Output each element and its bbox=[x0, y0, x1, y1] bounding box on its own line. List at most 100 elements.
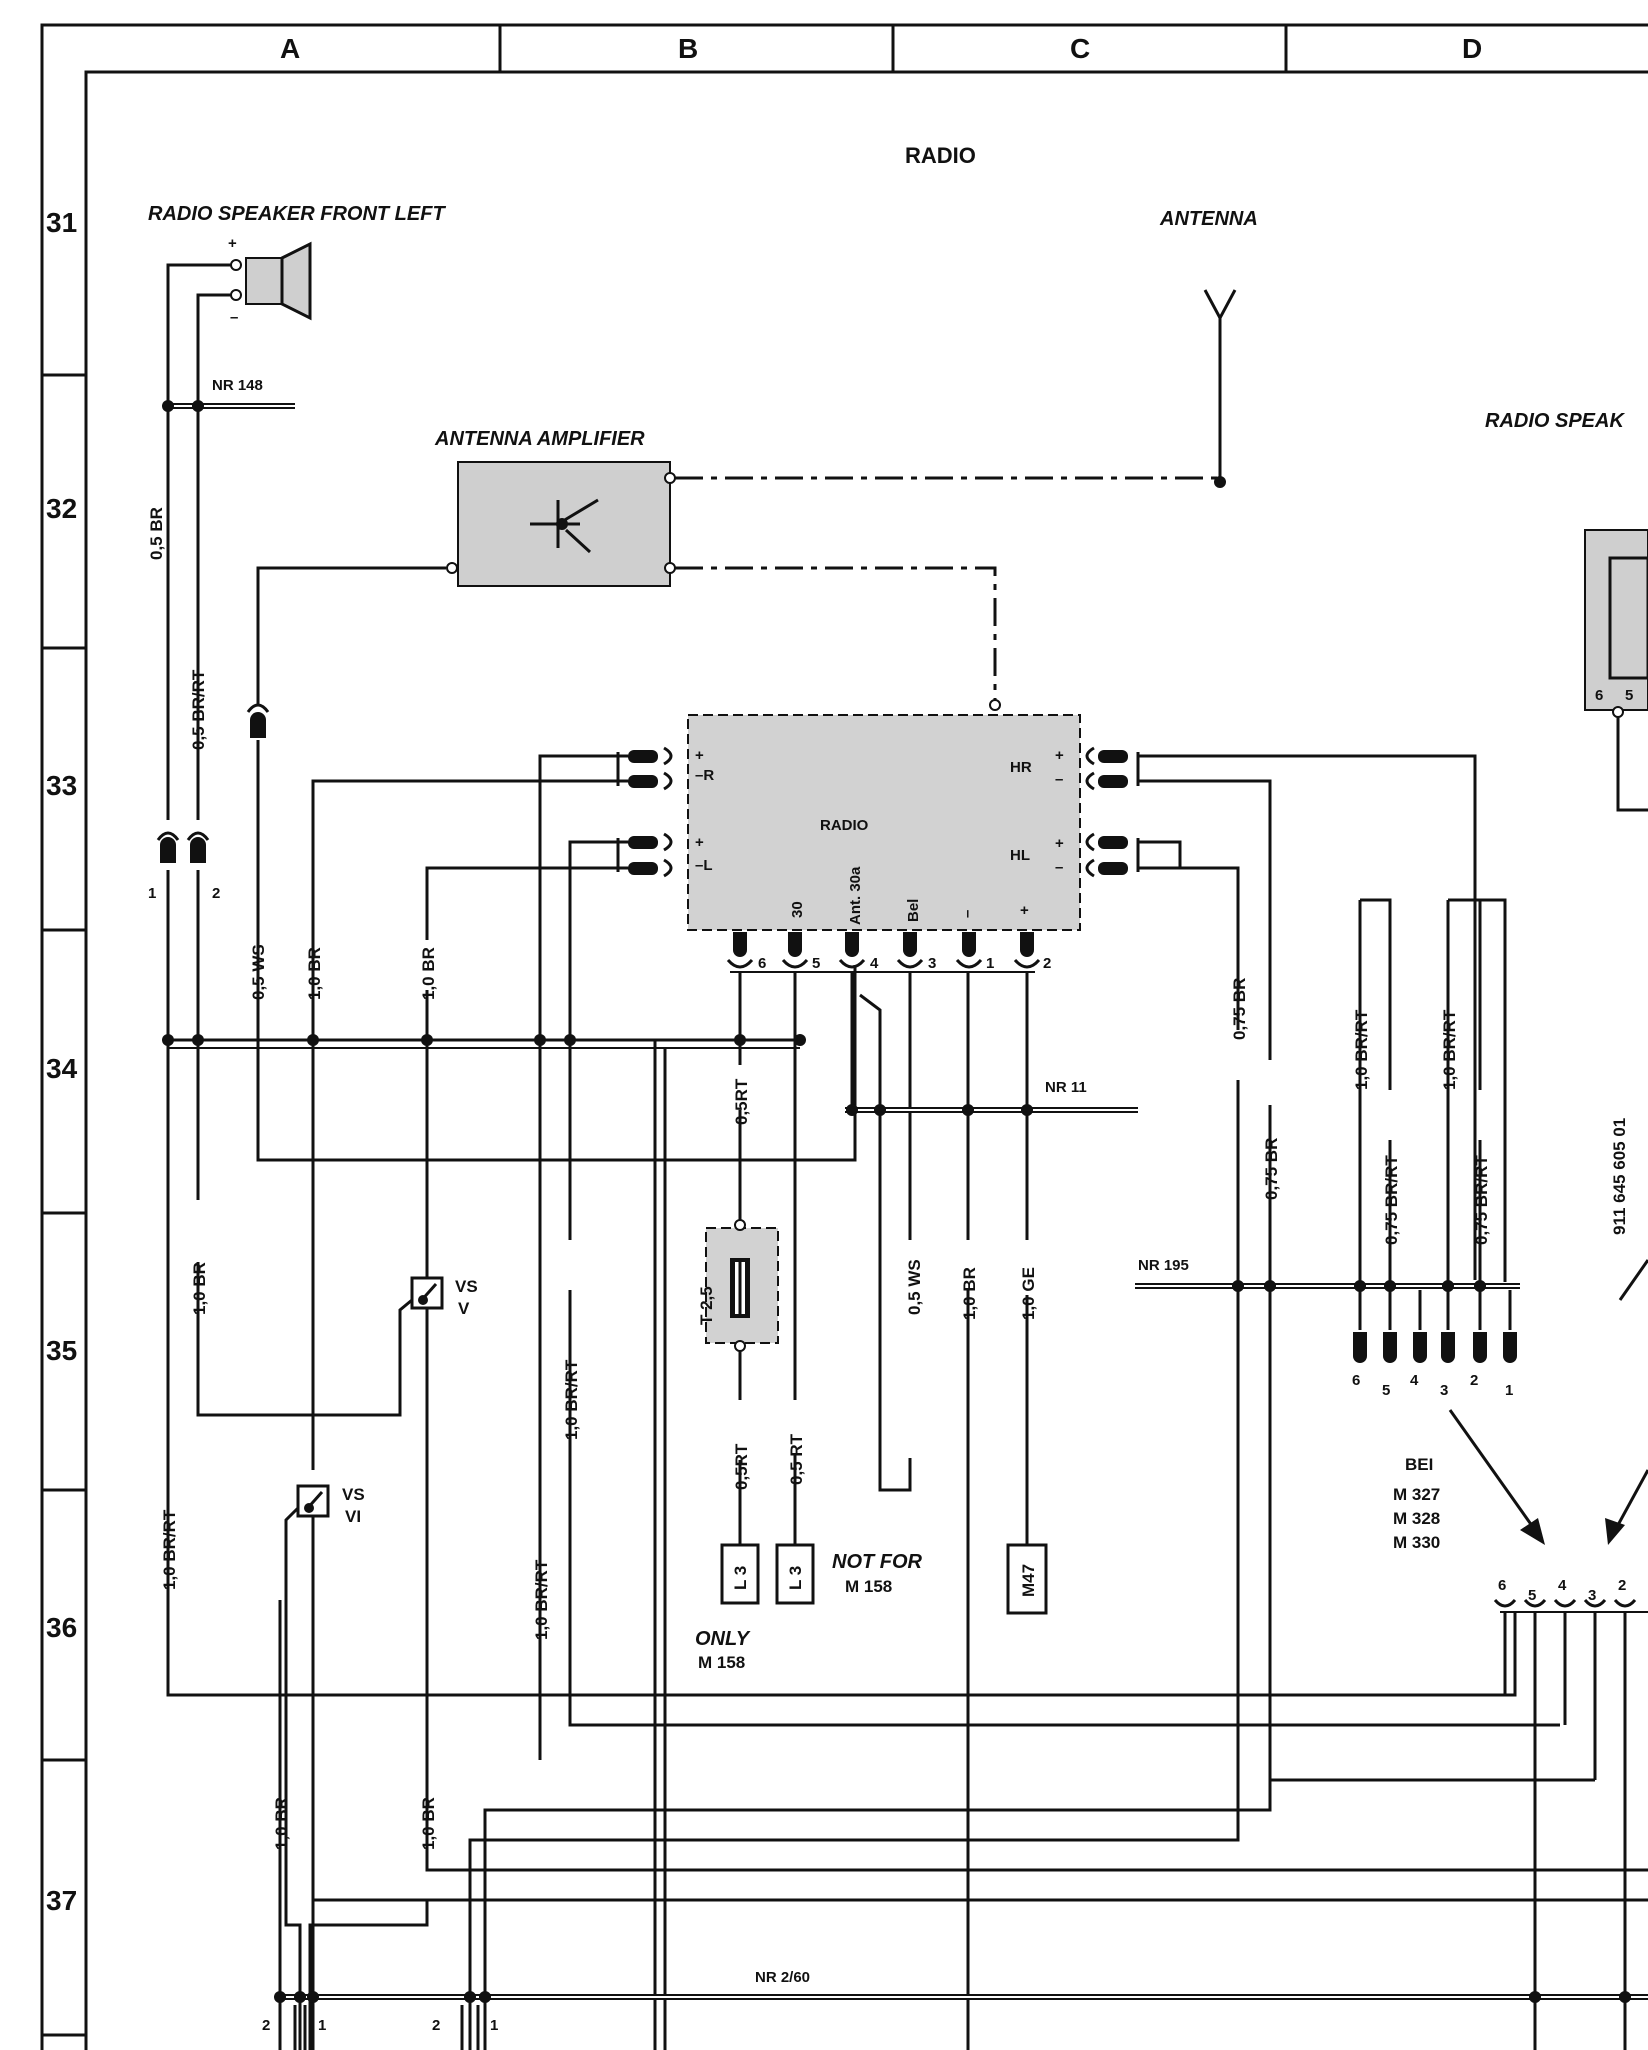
plug-left-pin-2: 2 bbox=[212, 885, 220, 902]
wire-10br-e-label: 1,0 BR bbox=[272, 1797, 291, 1850]
plug6-pin-5: 5 bbox=[1382, 1382, 1390, 1399]
speaker-front-left-label: RADIO SPEAKER FRONT LEFT bbox=[148, 203, 446, 225]
l3-only-label: L 3 bbox=[731, 1566, 750, 1590]
vs-vi-label-1: VS bbox=[342, 1485, 365, 1504]
connector-plug6: 6 5 4 3 2 1 bbox=[1352, 1290, 1517, 1399]
grid-column-a: A bbox=[280, 33, 300, 64]
bei-model-3: M 330 bbox=[1393, 1533, 1440, 1552]
speaker-front-left: RADIO SPEAKER FRONT LEFT + – bbox=[148, 203, 446, 326]
grid-column-c: C bbox=[1070, 33, 1090, 64]
speaker-minus: – bbox=[230, 309, 238, 326]
wire-075br-a-label: 0,75 BR bbox=[1230, 978, 1249, 1040]
wire-075brrt-b-label: 0,75 BR/RT bbox=[1472, 1155, 1491, 1245]
radio-unit-label: RADIO bbox=[820, 817, 869, 834]
bei-model-1: M 327 bbox=[1393, 1485, 1440, 1504]
connector-plug-left: 1 2 bbox=[148, 831, 220, 902]
plug6-pin-3: 3 bbox=[1440, 1382, 1448, 1399]
grid-row-37: 37 bbox=[46, 1885, 77, 1916]
plug6-pin-6: 6 bbox=[1352, 1372, 1360, 1389]
wire-10br-b-label: 1,0 BR bbox=[419, 947, 438, 1000]
connector-nr148: NR 148 bbox=[162, 377, 295, 412]
radio-bottom-plus: + bbox=[1020, 902, 1029, 919]
wire-10br-c-label: 1,0 BR bbox=[190, 1262, 209, 1315]
m47-box: M47 bbox=[1006, 1543, 1048, 1615]
wire-05brrt-label: 0,5 BR/RT bbox=[189, 669, 208, 750]
nr148-label: NR 148 bbox=[212, 377, 263, 394]
arrow-icon-2 bbox=[1616, 1469, 1648, 1526]
grid-row-35: 35 bbox=[46, 1335, 77, 1366]
l3-only-box: L 3 ONLY M 158 bbox=[695, 1543, 760, 1672]
wire-05rt-a-label: 0,5RT bbox=[732, 1078, 751, 1125]
plug-left-pin-1: 1 bbox=[148, 885, 156, 902]
radio-plug-pin-4: 4 bbox=[870, 955, 879, 972]
wire-10brrt-a-label: 1,0 BR/RT bbox=[562, 1359, 581, 1440]
radio-pin-hl-minus: – bbox=[1055, 859, 1063, 876]
speaker-right: RADIO SPEAK 6 5 bbox=[1485, 410, 1648, 812]
l3-not-note-1: NOT FOR bbox=[832, 1551, 923, 1573]
radio-plug-pin-5: 5 bbox=[812, 955, 820, 972]
frame bbox=[40, 23, 1648, 2050]
grid-row-32: 32 bbox=[46, 493, 77, 524]
antenna-icon bbox=[1203, 289, 1237, 482]
grid-column-labels: A B C D bbox=[280, 33, 1482, 64]
wire-05ws-label: 0,5 WS bbox=[249, 944, 268, 1000]
plug-bottom-pin-6: 6 bbox=[1498, 1577, 1506, 1594]
antenna-amplifier: ANTENNA AMPLIFIER bbox=[434, 428, 676, 587]
plug6-pin-2: 2 bbox=[1470, 1372, 1478, 1389]
wire-10brrt-d-label: 1,0 BR/RT bbox=[1352, 1009, 1371, 1090]
speaker-right-pin-5: 5 bbox=[1625, 687, 1633, 704]
diagram-title: RADIO bbox=[905, 143, 976, 168]
connector-nr260: NR 2/60 2 1 2 1 bbox=[262, 1969, 1648, 2050]
vs-v-label-2: V bbox=[458, 1299, 470, 1318]
antenna-label: ANTENNA bbox=[1159, 208, 1258, 230]
bottom-pin-1a: 1 bbox=[318, 2017, 326, 2034]
radio-pin-minus-l: –L bbox=[695, 857, 713, 874]
wire-05br-label: 0,5 BR bbox=[147, 507, 166, 560]
plug-bottom-pin-5: 5 bbox=[1528, 1587, 1536, 1604]
radio-pin-minus-r: –R bbox=[695, 767, 714, 784]
grid-row-36: 36 bbox=[46, 1612, 77, 1643]
bottom-pin-2b: 2 bbox=[432, 2017, 440, 2034]
nr11-label: NR 11 bbox=[1045, 1079, 1087, 1096]
m47-label: M47 bbox=[1019, 1564, 1038, 1597]
vs-vi-switch: VS VI bbox=[296, 1484, 365, 1526]
connector-plug-bottom: 6 5 4 3 2 bbox=[1270, 1577, 1648, 2050]
radio-pin-hr: HR bbox=[1010, 759, 1032, 776]
l3-not-label: L 3 bbox=[786, 1566, 805, 1590]
radio-bottom-plugs: 6 5 4 3 1 2 bbox=[726, 932, 1051, 973]
nr260-label: NR 2/60 bbox=[755, 1969, 810, 1986]
radio-bottom-bel: Bel bbox=[905, 899, 922, 922]
radio-plug-pin-3: 3 bbox=[928, 955, 936, 972]
l3-not-note-2: M 158 bbox=[845, 1577, 892, 1596]
radio-plug-pin-1: 1 bbox=[986, 955, 994, 972]
radio-bottom-ant: Ant. 30a bbox=[847, 866, 864, 925]
antenna: ANTENNA bbox=[1159, 208, 1258, 482]
grid-column-b: B bbox=[678, 33, 698, 64]
radio-bottom-minus: – bbox=[959, 910, 976, 918]
fuse-label: T 2,5 bbox=[697, 1286, 716, 1325]
plug-bottom-pin-2: 2 bbox=[1618, 1577, 1626, 1594]
bei-label: BEI bbox=[1405, 1455, 1433, 1474]
plug-bottom-pin-4: 4 bbox=[1558, 1577, 1567, 1594]
vs-v-label-1: VS bbox=[455, 1277, 478, 1296]
plug-bottom-pin-3: 3 bbox=[1588, 1587, 1596, 1604]
radio-bottom-30: 30 bbox=[789, 901, 806, 918]
bottom-pin-2a: 2 bbox=[262, 2017, 270, 2034]
radio-left-plugs bbox=[616, 746, 673, 878]
speaker-plus: + bbox=[228, 235, 237, 252]
wire-10br-d-label: 1,0 BR bbox=[960, 1267, 979, 1320]
wire-075br-b-label: 0,75 BR bbox=[1262, 1138, 1281, 1200]
radio-right-plugs bbox=[1085, 746, 1140, 878]
radio-pin-hl: HL bbox=[1010, 847, 1030, 864]
vs-v-switch: VS V bbox=[410, 1276, 478, 1318]
bottom-pin-1b: 1 bbox=[490, 2017, 498, 2034]
wire-10brrt-e-label: 1,0 BR/RT bbox=[1440, 1009, 1459, 1090]
wire-05ws-b-label: 0,5 WS bbox=[905, 1259, 924, 1315]
wire-10brrt-b-label: 1,0 BR/RT bbox=[160, 1509, 179, 1590]
wire-075brrt-a-label: 0,75 BR/RT bbox=[1382, 1155, 1401, 1245]
wire-10ge-label: 1,0 GE bbox=[1019, 1267, 1038, 1320]
grid-row-labels: 31 32 33 34 35 36 37 bbox=[46, 207, 78, 1916]
radio-pin-hl-plus: + bbox=[1055, 835, 1064, 852]
grid-column-d: D bbox=[1462, 33, 1482, 64]
